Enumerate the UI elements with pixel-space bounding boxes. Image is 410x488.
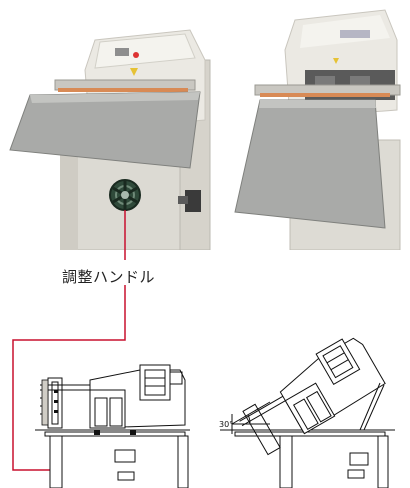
adjustment-handle-label: 調整ハンドル — [62, 268, 156, 286]
photo-sealer-tray-horizontal — [0, 0, 215, 250]
adjustment-handwheel-icon — [108, 178, 142, 212]
diagram-tray-horizontal — [30, 350, 195, 488]
tilt-angle-label: 30° — [219, 420, 234, 429]
photo-sealer-tray-tilted — [215, 0, 410, 250]
diagram-tray-tilted-30deg — [210, 318, 405, 488]
